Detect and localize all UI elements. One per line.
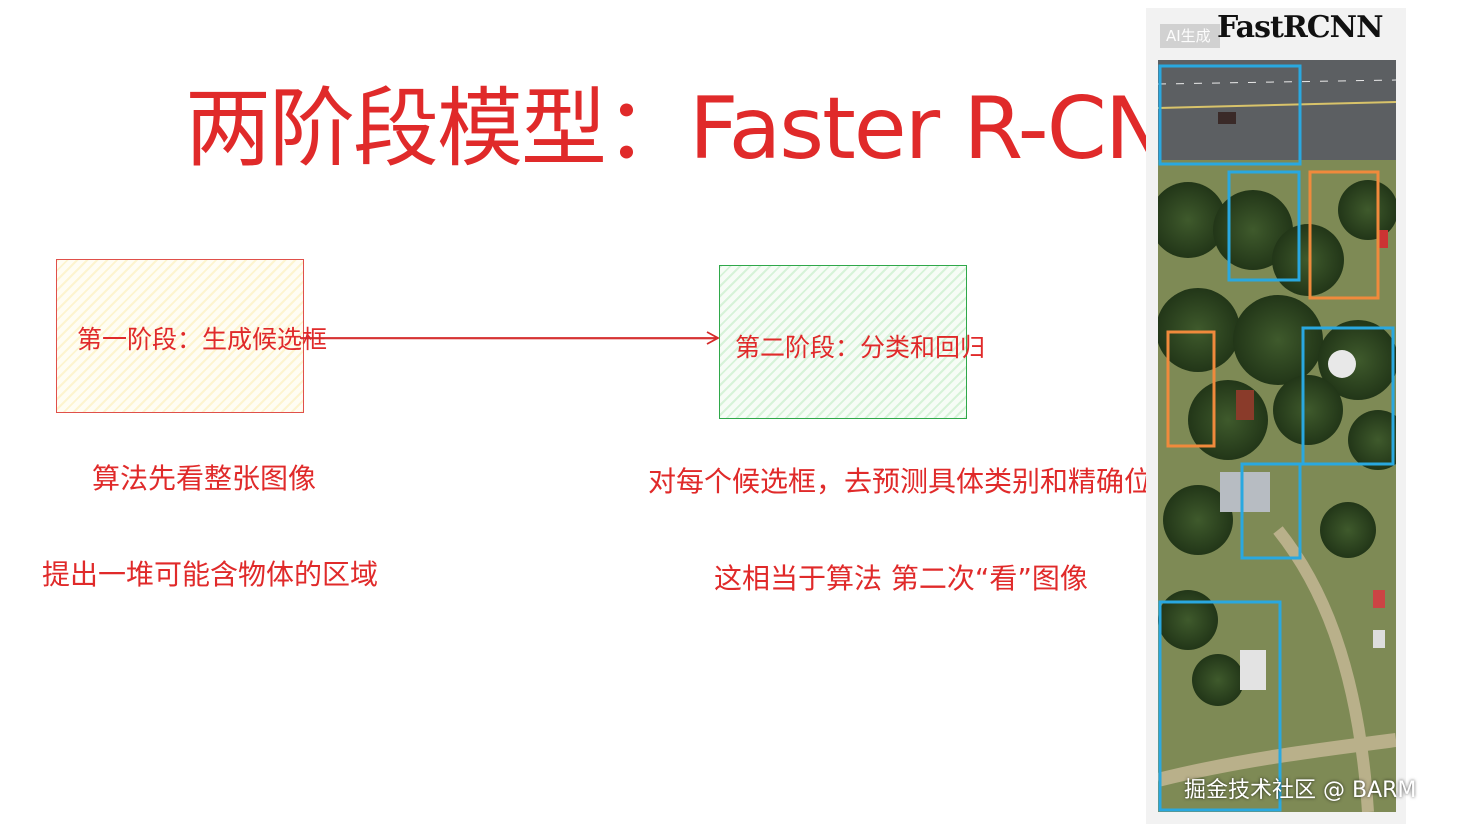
panel-title: FastRCNN xyxy=(1217,10,1383,45)
stage2-note-1: 对每个候选框，去预测具体类别和精确位置 xyxy=(648,465,1181,498)
stage2-box: 第二阶段：分类和回归 xyxy=(719,265,985,419)
stage1-note-1: 算法先看整张图像 xyxy=(92,462,317,495)
ai-badge: AI生成 xyxy=(1160,24,1220,48)
stage1-box: 第一阶段：生成候选框 xyxy=(56,259,327,413)
stage1-note-2: 提出一堆可能含物体的区域 xyxy=(42,558,379,591)
stage1-label: 第一阶段：生成候选框 xyxy=(77,325,328,354)
aerial-image xyxy=(1158,60,1396,812)
stage2-note-2: 这相当于算法 第二次“看”图像 xyxy=(714,562,1088,595)
stage2-label: 第二阶段：分类和回归 xyxy=(735,333,986,362)
car-icon xyxy=(1218,112,1236,124)
watermark: 掘金技术社区 @ BARM xyxy=(1184,778,1417,803)
page-title: 两阶段模型：Faster R-CNN xyxy=(185,79,1231,179)
